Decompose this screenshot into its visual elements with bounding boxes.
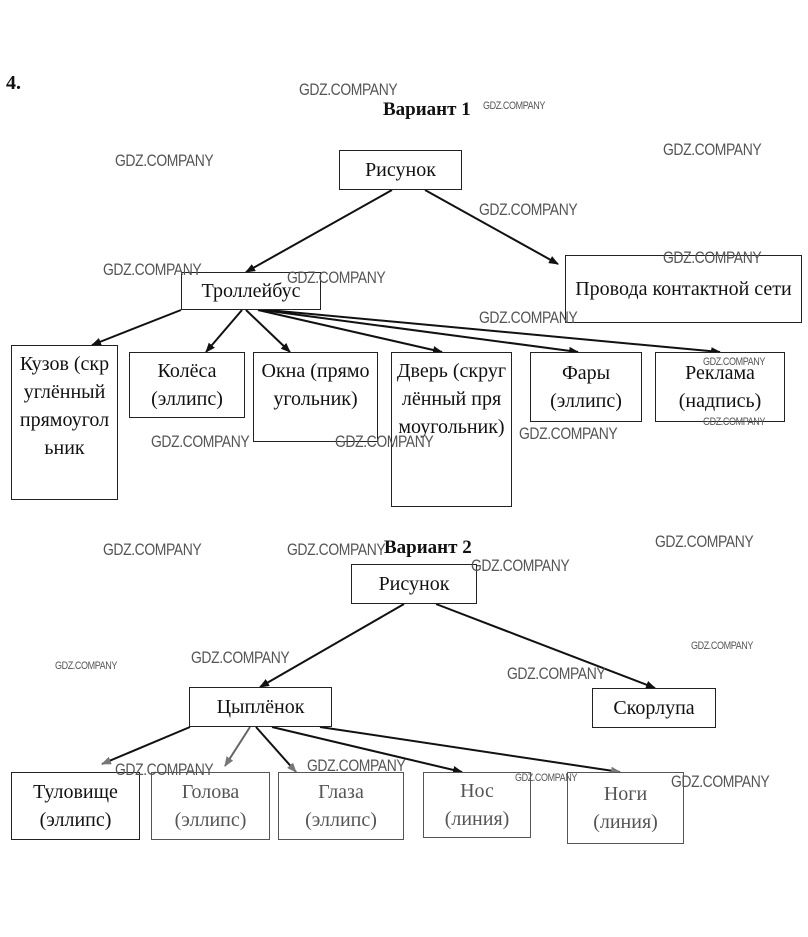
edge-v2-root-shell	[435, 603, 656, 689]
edge-v1-root-trolleybus	[245, 189, 393, 273]
watermark: GDZ.COMPANY	[703, 356, 765, 368]
v1-leaf-door: Дверь (скруглённый прямоугольник)	[391, 352, 512, 507]
v1-leaf-headlights: Фары (эллипс)	[530, 352, 642, 422]
watermark: GDZ.COMPANY	[103, 540, 202, 559]
watermark: GDZ.COMPANY	[691, 640, 753, 652]
edge-v1-root-wires	[424, 189, 559, 265]
watermark: GDZ.COMPANY	[519, 424, 618, 443]
v1-node-contact-wires: Провода контактной сети	[565, 255, 802, 323]
v2-leaf-head: Голова (эллипс)	[151, 772, 270, 840]
edge-v1-trolley-door	[257, 309, 443, 354]
edge-v1-trolley-wheels	[205, 309, 243, 353]
v2-node-chick: Цыплёнок	[189, 687, 332, 727]
watermark: GDZ.COMPANY	[287, 268, 386, 287]
task-number: 4.	[6, 72, 21, 94]
watermark: GDZ.COMPANY	[115, 760, 214, 779]
watermark: GDZ.COMPANY	[471, 556, 570, 575]
v1-root-node: Рисунок	[339, 150, 462, 190]
edge-v2-chick-head	[224, 726, 251, 767]
edge-v2-chick-eyes	[255, 726, 297, 773]
edge-v1-trolley-advertising	[267, 309, 721, 356]
v1-leaf-advertising: Реклама (надпись)	[655, 352, 785, 422]
watermark: GDZ.COMPANY	[483, 100, 545, 112]
watermark: GDZ.COMPANY	[103, 260, 202, 279]
watermark: GDZ.COMPANY	[663, 140, 762, 159]
watermark: GDZ.COMPANY	[479, 200, 578, 219]
edge-v1-trolley-body	[91, 309, 182, 346]
v1-node-trolleybus: Троллейбус	[181, 272, 321, 310]
watermark: GDZ.COMPANY	[287, 540, 386, 559]
variant-1-title: Вариант 1	[383, 99, 471, 120]
watermark: GDZ.COMPANY	[55, 660, 117, 672]
watermark: GDZ.COMPANY	[671, 772, 770, 791]
watermark: GDZ.COMPANY	[307, 756, 406, 775]
watermark: GDZ.COMPANY	[115, 151, 214, 170]
edge-v2-chick-nose	[271, 726, 463, 774]
watermark: GDZ.COMPANY	[299, 80, 398, 99]
watermark: GDZ.COMPANY	[191, 648, 290, 667]
watermark: GDZ.COMPANY	[703, 416, 765, 428]
v2-leaf-legs: Ноги (линия)	[567, 772, 684, 844]
edge-v1-trolley-headlights	[261, 309, 579, 355]
watermark: GDZ.COMPANY	[655, 532, 754, 551]
watermark: GDZ.COMPANY	[507, 664, 606, 683]
watermark: GDZ.COMPANY	[515, 772, 577, 784]
edge-v1-trolley-windows	[245, 309, 291, 353]
v1-leaf-body: Кузов (скруглённый прямоугольник	[11, 345, 118, 500]
v1-leaf-windows: Окна (прямоугольник)	[253, 352, 378, 442]
watermark: GDZ.COMPANY	[151, 432, 250, 451]
watermark: GDZ.COMPANY	[479, 308, 578, 327]
variant-2-title: Вариант 2	[384, 537, 472, 558]
v2-leaf-eyes: Глаза (эллипс)	[278, 772, 404, 840]
edge-v2-chick-legs	[319, 726, 621, 775]
v2-leaf-torso: Туловище (эллипс)	[11, 772, 140, 840]
v2-leaf-nose: Нос (линия)	[423, 772, 531, 838]
v2-root-node: Рисунок	[351, 564, 477, 604]
watermark: GDZ.COMPANY	[663, 248, 762, 267]
v1-leaf-wheels: Колёса (эллипс)	[129, 352, 245, 418]
watermark: GDZ.COMPANY	[335, 432, 434, 451]
v2-node-shell: Скорлупа	[592, 688, 716, 728]
edge-v2-root-chick	[259, 603, 405, 688]
edge-v2-chick-torso	[101, 726, 191, 765]
